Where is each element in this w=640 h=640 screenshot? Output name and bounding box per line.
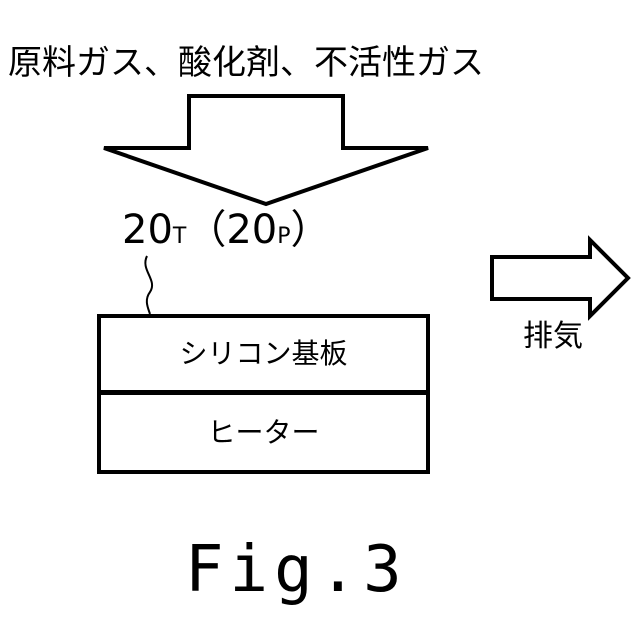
- heater-layer: ヒーター: [97, 391, 430, 474]
- exhaust-arrow: [492, 240, 628, 316]
- ref-number-main: 20: [122, 207, 173, 253]
- ref-paren-close: ）: [291, 207, 331, 253]
- downward-feed-arrow: [104, 96, 428, 204]
- ref-subscript-t: T: [173, 224, 186, 249]
- ref-subscript-p: P: [277, 224, 290, 249]
- ref-number-alt: 20: [226, 207, 277, 253]
- exhaust-label: 排気: [523, 322, 583, 352]
- reference-numeral: 20T（20P）: [122, 210, 331, 250]
- reference-leader-line: [145, 256, 152, 314]
- substrate-label: シリコン基板: [179, 340, 347, 368]
- figure-label: Fig.3: [185, 538, 408, 602]
- heater-label: ヒーター: [207, 419, 319, 447]
- silicon-substrate-layer: シリコン基板: [97, 314, 430, 394]
- ref-paren-open: （: [186, 207, 226, 253]
